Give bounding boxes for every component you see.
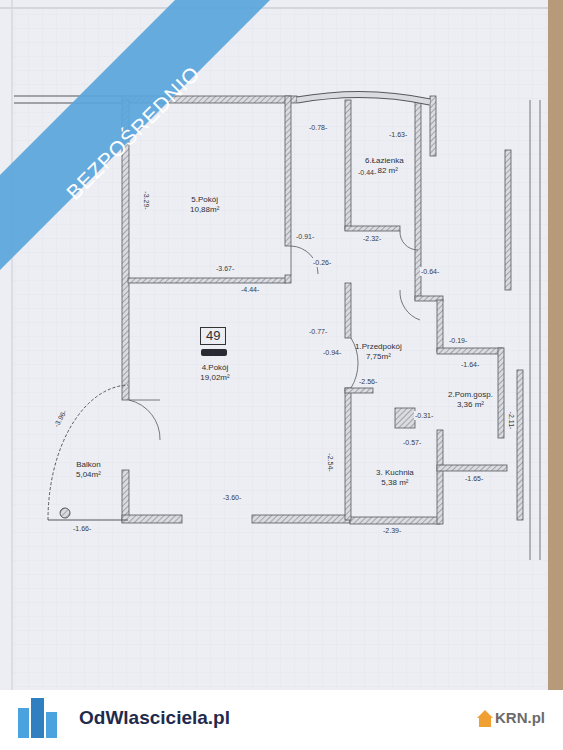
room-name: 6.Łazienka [365,156,404,166]
room-area: Balkon5,04m² [76,460,101,480]
dimension: -0.78- [308,123,328,132]
dimension: -1.64- [460,360,480,369]
site-logo-icon [18,698,57,738]
dimension: -3.29- [142,190,151,210]
dimension: -0.64- [420,267,440,276]
brand-name: OdWlasciciela.pl [78,707,231,729]
room-area: 3. Kuchnia5,38 m² [376,468,414,488]
dimension: -0.91- [295,232,315,241]
walls [122,96,523,524]
krn-logo-icon [477,710,493,727]
dimension: -1.65- [464,474,484,483]
room-name: 2.Pom.gosp. [448,390,493,400]
dimension: -1.63- [388,130,408,139]
room-name: Balkon [76,460,101,470]
dimension: -0.44- [357,168,377,177]
dimension: -2.32- [362,234,382,243]
dimension: -2.56- [358,377,378,386]
dimension: -0.31- [414,411,434,420]
room-name: 1.Przedpokój [355,342,402,352]
room-area: 5.Pokój10,88m² [190,195,219,215]
room-area-value: 3,36 m² [448,400,493,410]
brand-name: KRN.pl [494,709,546,727]
dimension: -0.19- [448,336,468,345]
dimension: -3.60- [222,493,242,502]
room-area: 1.Przedpokój7,75m² [355,342,402,362]
dimension: -0.77- [308,327,328,336]
unit-number-box: 49 [200,327,226,345]
room-area-value: 5,38 m² [376,478,414,488]
dimension: -0.26- [312,258,332,267]
room-area-value: 10,88m² [190,205,219,215]
room-area: 2.Pom.gosp.3,36 m² [448,390,493,410]
dimension: -2.54- [326,452,335,472]
unit-number: 49 [206,329,220,343]
door-swings [129,231,420,440]
dimension: -3.96- [51,407,69,429]
dimension: -2.39- [382,526,402,535]
room-name: 4.Pokój [200,363,229,373]
dimension: -3.67- [215,264,235,273]
dimension: -4.44- [240,285,260,294]
dimension: -0.57- [402,438,422,447]
dimension: -1.66- [72,524,92,533]
room-area-value: 19,02m² [200,373,229,383]
dimension: -2.11- [507,411,516,431]
room-area-value: 7,75m² [355,352,402,362]
watermark-banner: BEZPOŚREDNIO [61,61,206,206]
dimension: -0.94- [322,348,342,357]
room-name: 3. Kuchnia [376,468,414,478]
room-name: 5.Pokój [190,195,219,205]
room-area-value: 5,04m² [76,470,101,480]
room-area: 4.Pokój19,02m² 49 [130,283,345,515]
